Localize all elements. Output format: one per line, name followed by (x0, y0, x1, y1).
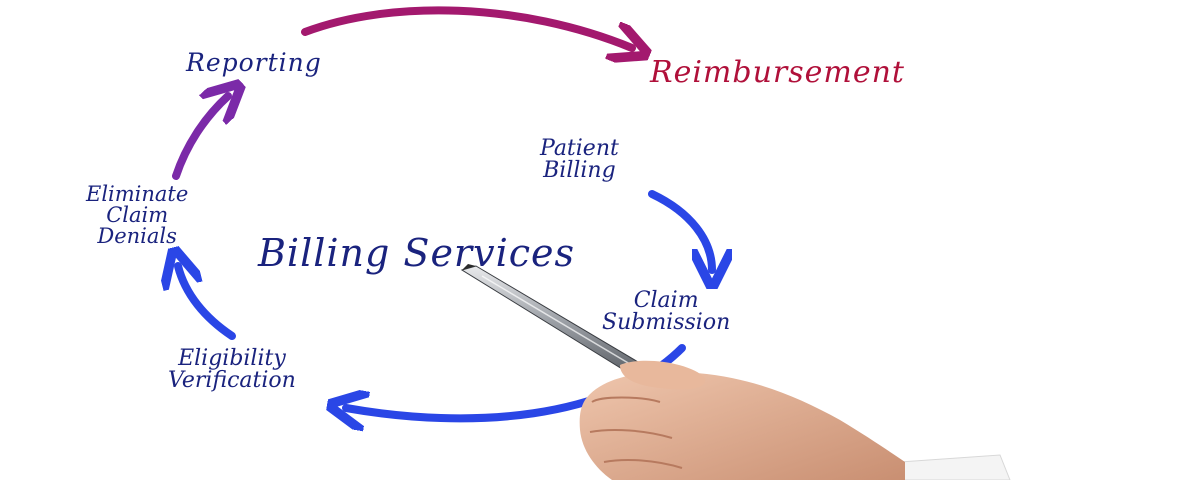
arrow-reporting-to-reimbursement (301, 6, 632, 48)
step-patient-billing: Patient Billing (540, 138, 619, 182)
step-eliminate-claim-denials: Eliminate Claim Denials (86, 184, 188, 247)
step-patient-billing-line-1: Patient (540, 136, 619, 161)
step-eligibility-verification-line-1: Eligibility (178, 346, 286, 371)
step-claim-submission-line-1: Claim (633, 288, 699, 313)
step-reporting-line-1: Reporting (186, 48, 322, 77)
step-reimbursement: Reimbursement (650, 58, 905, 88)
hand-with-pen-image (460, 264, 1011, 481)
arrow-eligibility-to-eliminate (178, 266, 236, 340)
step-eliminate-claim-denials-line-1: Eliminate (86, 182, 189, 206)
step-reimbursement-line-1: Reimbursement (650, 55, 905, 90)
step-eligibility-verification-line-2: Verification (168, 368, 296, 393)
step-eliminate-claim-denials-line-2: Claim (106, 203, 169, 227)
step-eliminate-claim-denials-line-3: Denials (97, 224, 177, 248)
step-reporting: Reporting (186, 50, 322, 75)
step-claim-submission-line-2: Submission (602, 310, 731, 335)
center-label: Billing Services (258, 231, 575, 275)
arrow-eliminate-to-reporting (172, 96, 228, 180)
step-eligibility-verification: Eligibility Verification (168, 348, 296, 392)
step-claim-submission: Claim Submission (602, 290, 730, 334)
arrow-patient-to-claim (648, 190, 712, 270)
step-patient-billing-line-2: Billing (543, 158, 616, 183)
